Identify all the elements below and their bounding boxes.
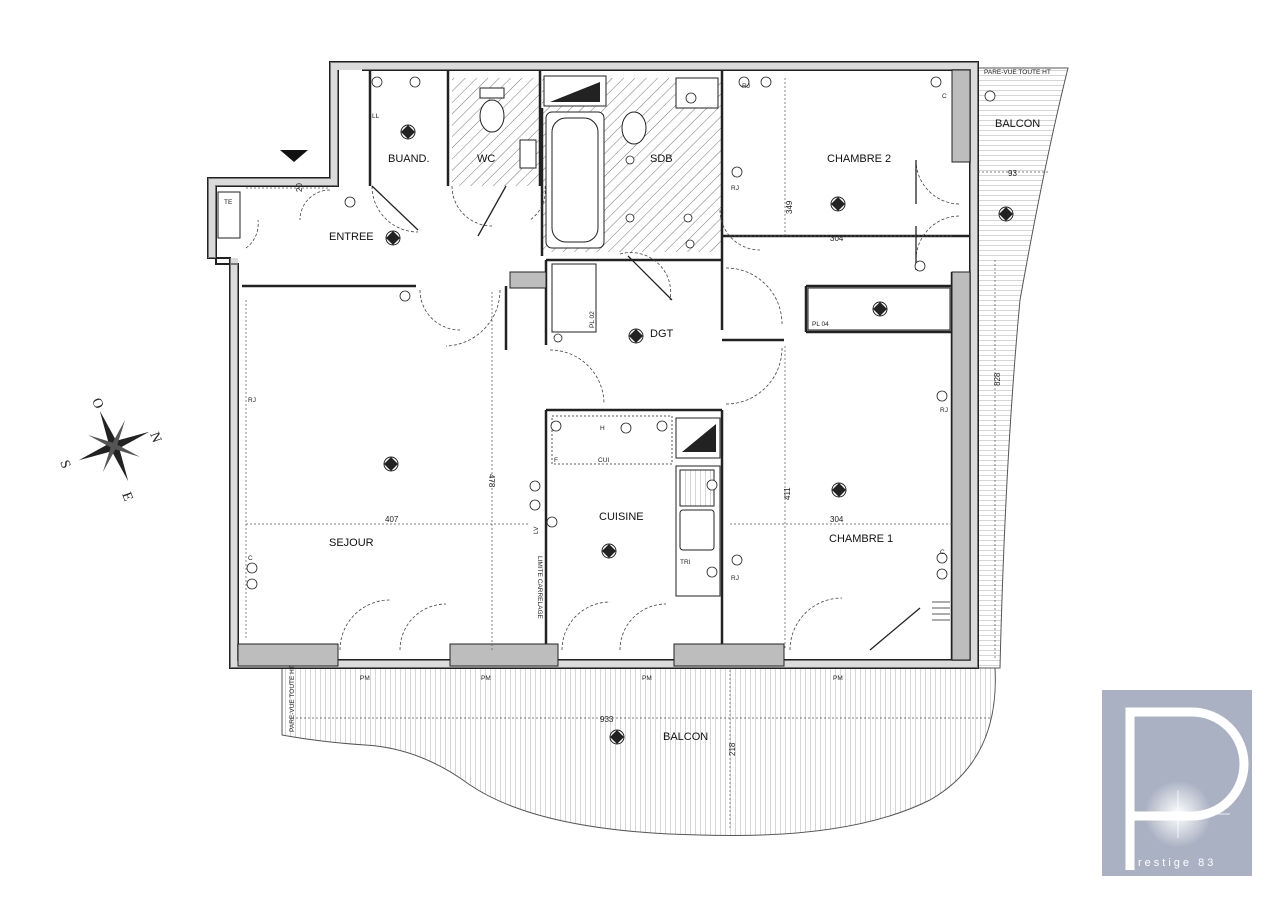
wc-cistern: [479, 87, 505, 99]
dim-balcon-east-length: 828: [993, 372, 1002, 386]
dim-entree-small: 20: [295, 183, 304, 192]
room-label-dgt: DGT: [650, 328, 674, 340]
dim-ch2-width: 304: [830, 234, 844, 243]
annot-rj-ch2-top: RJ: [742, 83, 750, 90]
dim-balcon-east-width: 93: [1008, 169, 1017, 178]
room-label-sejour: SEJOUR: [329, 537, 374, 549]
placard-04: [807, 287, 951, 331]
annot-rj-ch1-mid: RJ: [731, 575, 739, 582]
annot-f: F: [554, 457, 558, 464]
annot-pare-vue-east: PARE-VUE TOUTE HT: [984, 69, 1051, 76]
door-swings: [245, 159, 961, 651]
annot-h: H: [600, 425, 605, 432]
annot-limite-carrelage: LIMITE CARRELAGE: [536, 556, 543, 620]
annot-c-ch2: C: [942, 93, 947, 100]
wc-toilet: [479, 99, 505, 133]
ch1-radiator: [932, 601, 950, 621]
logo-text: restige 83: [1138, 857, 1216, 869]
room-label-wc: WC: [477, 153, 495, 165]
south-balcony-deck: [281, 667, 996, 837]
light-points: [383, 124, 1014, 745]
annot-placard-04: PL 04: [812, 321, 829, 328]
door-leaves: [371, 160, 921, 651]
dim-balcon-south-width: 933: [600, 715, 614, 724]
placard-02: [551, 263, 597, 333]
annot-cui: CUI: [598, 457, 609, 464]
compass-e: E: [118, 490, 135, 503]
prestige-logo: restige 83: [1102, 690, 1252, 876]
room-label-chambre-1: CHAMBRE 1: [829, 533, 893, 545]
room-label-chambre-2: CHAMBRE 2: [827, 153, 891, 165]
shelf-top-mark: [550, 82, 600, 102]
sockets: [246, 76, 996, 590]
room-label-balcon-east: BALCON: [995, 118, 1040, 130]
bathtub: [545, 111, 605, 249]
wall-block-ch1: [951, 271, 971, 661]
annot-rj-ch1-top: RJ: [940, 407, 948, 414]
annot-pm-3: PM: [642, 675, 652, 682]
wall-block-south-2: [673, 643, 785, 667]
kitchen-sink: [679, 509, 715, 551]
compass-s: S: [56, 458, 73, 470]
room-label-entree: ENTREE: [329, 231, 374, 243]
dim-balcon-south-depth: 218: [728, 742, 737, 756]
dim-sejour-depth: 478: [487, 474, 496, 488]
annot-te: TE: [224, 199, 233, 206]
dim-ch2-depth: 349: [785, 200, 794, 214]
compass-n: N: [146, 430, 164, 445]
room-label-cuisine: CUISINE: [599, 511, 644, 523]
entree-cabinet: [217, 191, 241, 239]
room-label-buanderie: BUAND.: [388, 153, 430, 165]
annot-ll: LL: [372, 113, 380, 120]
wall-block-south-3: [237, 643, 339, 667]
east-balcony-deck: [977, 67, 1069, 669]
entrance-marker: [280, 150, 308, 162]
annot-lv: LV: [533, 526, 540, 534]
annot-pm-1: PM: [360, 675, 370, 682]
annot-placard-02: PL 02: [589, 311, 596, 328]
annot-rj-ch2-mid: RJ: [731, 185, 739, 192]
room-label-balcon-south: BALCON: [663, 731, 708, 743]
dim-ch1-depth: 411: [783, 487, 792, 500]
wall-block-entree: [509, 271, 547, 289]
kitchen-hob-area: [551, 415, 673, 465]
room-label-sdb: SDB: [650, 153, 673, 165]
annot-c-ch1: C: [940, 549, 945, 556]
annot-c-sejour: C: [248, 555, 253, 562]
compass-o: O: [88, 396, 106, 411]
wall-block-ch2: [951, 69, 971, 163]
annot-pm-2: PM: [481, 675, 491, 682]
wc-basin: [519, 139, 537, 169]
dim-sejour-width: 407: [385, 515, 399, 524]
annot-tri: TRI: [680, 559, 691, 566]
wall-block-south-1: [449, 643, 559, 667]
dim-ch1-width: 304: [830, 515, 844, 524]
annot-pm-4: PM: [833, 675, 843, 682]
compass-rose: [78, 410, 150, 482]
annot-pare-vue-west: PARE-VUE TOUTE HT: [289, 665, 296, 732]
kitchen-upper-mark: [682, 424, 716, 452]
dimension-lines: [245, 78, 1050, 830]
sdb-washbasin: [675, 77, 719, 109]
sdb-toilet: [621, 111, 647, 145]
bathtub-inner: [551, 117, 599, 243]
annot-rj-sejour: RJ: [248, 397, 256, 404]
